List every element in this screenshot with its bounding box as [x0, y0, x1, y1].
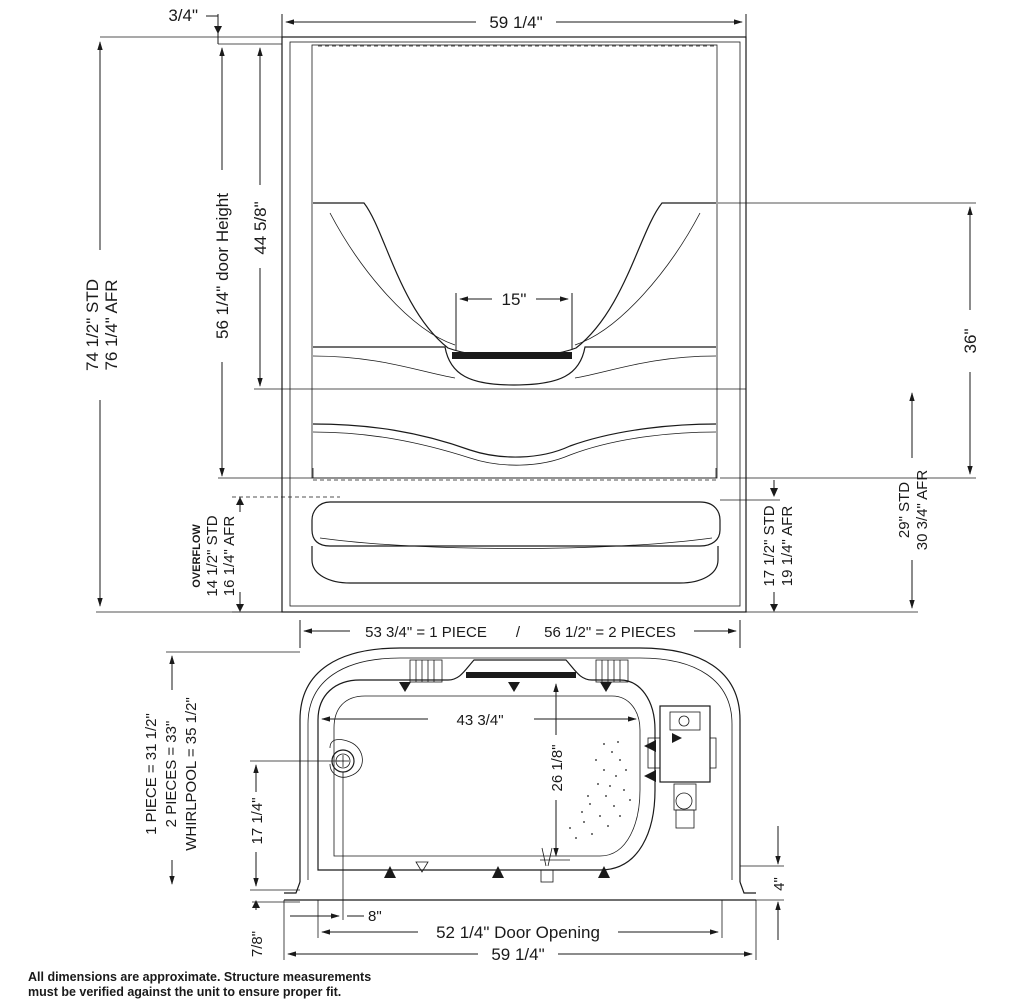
overall-height-afr: 76 1/4" AFR	[102, 279, 121, 370]
pump-housing	[647, 705, 717, 829]
base-7-8-label: 7/8"	[249, 931, 266, 957]
disclaimer-line-1: All dimensions are approximate. Structur…	[28, 970, 372, 984]
drain-icon	[329, 739, 363, 778]
texture-stipple	[569, 741, 631, 839]
seat-width-label: 15"	[502, 290, 527, 309]
tub-apron	[311, 501, 721, 547]
dim-right-upper: 36"	[718, 202, 980, 479]
dim-right-29: 29" STD 30 3/4" AFR	[746, 392, 931, 613]
drain-offset-label: 8"	[368, 908, 382, 925]
dim-inner-width: 43 3/4"	[321, 712, 637, 729]
overflow-afr: 16 1/4" AFR	[221, 516, 238, 597]
plan-outer-shell	[299, 647, 741, 882]
plan-depth-1piece: 1 PIECE = 31 1/2"	[143, 713, 160, 835]
seat-grip	[452, 352, 572, 359]
inner-depth-label: 26 1/8"	[549, 744, 566, 791]
plan-grip-bar	[466, 672, 576, 678]
elevation-inner-frame	[289, 41, 741, 607]
top-offset-label: 3/4"	[168, 6, 198, 25]
overflow-fitting-icon	[540, 847, 554, 883]
upper-height-label: 44 5/8"	[251, 201, 270, 254]
dim-seat-width: 15"	[455, 290, 573, 350]
grip-pad-left	[409, 659, 443, 683]
dim-overflow: OVERFLOW 14 1/2" STD 16 1/4" AFR	[191, 496, 340, 613]
door-height-label: 56 1/4" door Height	[213, 193, 232, 339]
dim-overall-height: 74 1/2" STD 76 1/4" AFR	[83, 41, 282, 613]
dim-drain-offset: 8"	[290, 772, 382, 925]
dim-inner-depth: 26 1/8"	[540, 683, 570, 861]
disclaimer-note: All dimensions are approximate. Structur…	[28, 970, 371, 1000]
back-wall-panel	[311, 44, 718, 479]
seat-shelf	[313, 346, 716, 386]
plan-width-1piece: 53 3/4" = 1 PIECE	[365, 624, 487, 641]
plan-width-sep: /	[516, 624, 521, 641]
lower-panel	[312, 423, 717, 458]
overflow-std: 14 1/2" STD	[204, 515, 221, 596]
dim-plan-width: 53 3/4" = 1 PIECE / 56 1/2" = 2 PIECES	[299, 620, 741, 648]
front-4-label: 4"	[771, 877, 788, 891]
dim-top-offset: 3/4"	[100, 6, 282, 45]
dim-right-17: 17 1/2" STD 19 1/4" AFR	[720, 480, 796, 612]
dim-drain-height: 17 1/4"	[249, 760, 340, 891]
plan-depth-2pieces: 2 PIECES = 33"	[163, 721, 180, 828]
right-upper-label: 36"	[961, 329, 980, 354]
dim-upper-height: 44 5/8"	[251, 47, 746, 390]
right-17-afr: 19 1/4" AFR	[779, 506, 796, 587]
disclaimer-line-2: must be verified against the unit to ens…	[28, 985, 342, 999]
dim-door-height: 56 1/4" door Height	[213, 47, 312, 479]
plan-inner-basin	[317, 659, 656, 871]
grip-pad-right	[595, 659, 629, 683]
dim-top-width: 59 1/4"	[281, 13, 747, 37]
dim-plan-depth: 1 PIECE = 31 1/2" 2 PIECES = 33" WHIRLPO…	[143, 651, 300, 885]
door-opening-label: 52 1/4" Door Opening	[436, 923, 600, 942]
plan-view	[284, 647, 756, 901]
plan-depth-whirlpool: WHIRLPOOL = 35 1/2"	[183, 697, 200, 851]
dim-base-7-8: 7/8"	[249, 900, 300, 957]
dim-bottom-width: 59 1/4"	[283, 900, 757, 964]
dim-door-opening: 52 1/4" Door Opening	[317, 900, 723, 942]
dim-front-4: 4"	[740, 826, 788, 940]
plan-width-2pieces: 56 1/2" = 2 PIECES	[544, 624, 676, 641]
inner-width-label: 43 3/4"	[456, 712, 503, 729]
bottom-width-label: 59 1/4"	[491, 945, 544, 964]
right-29-std: 29" STD	[896, 482, 913, 538]
drain-height-label: 17 1/4"	[249, 797, 266, 844]
jet-markers	[384, 682, 682, 878]
right-17-std: 17 1/2" STD	[761, 505, 778, 586]
top-width-label: 59 1/4"	[489, 13, 542, 32]
elevation-outer-frame	[281, 36, 747, 613]
overall-height-std: 74 1/2" STD	[83, 279, 102, 371]
overflow-label: OVERFLOW	[191, 524, 203, 588]
right-29-afr: 30 3/4" AFR	[914, 470, 931, 551]
front-elevation	[281, 36, 747, 613]
